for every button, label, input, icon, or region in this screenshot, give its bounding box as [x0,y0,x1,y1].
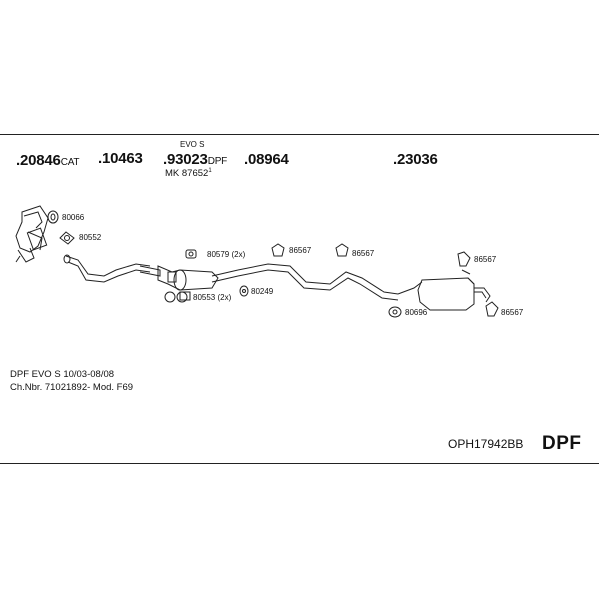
front-pipe-drawing [63,254,161,283]
vehicle-info-line2: Ch.Nbr. 71021892- Mod. F69 [10,382,134,393]
hanger-86567-a [271,243,285,257]
kit-type: DPF [542,433,582,454]
hanger-86567-d [485,301,499,317]
part-variant-label: EVO S [180,140,205,149]
part-number-front-pipe: .10463 [98,150,143,167]
label-80552: 80552 [79,233,102,242]
part-number-middle-pipe: .08964 [244,151,289,168]
dpf-drawing [157,265,239,291]
label-80553: 80553 (2x) [193,293,232,302]
gasket-80552 [59,231,75,245]
kit-code: OPH17942BB [448,437,524,451]
part-number-rear-silencer: .23036 [393,151,438,168]
rear-silencer-drawing [397,277,491,311]
hanger-86567-b [335,243,349,257]
clamp-80249 [239,285,249,297]
label-86567-b: 86567 [352,249,375,258]
label-80579: 80579 (2x) [207,250,246,259]
hanger-86567-c [457,251,471,275]
label-86567-c: 86567 [474,255,497,264]
middle-pipe-drawing [237,263,399,301]
part-mounting-kit: MK 876521 [165,168,212,180]
diagram-frame [0,134,599,464]
gasket-80066 [47,210,59,224]
label-80696: 80696 [405,308,428,317]
clamp-80696 [388,306,402,318]
label-86567-a: 86567 [289,246,312,255]
part-number-catalyst: .20846CAT [16,152,80,169]
label-80249: 80249 [251,287,274,296]
label-86567-d: 86567 [501,308,524,317]
vehicle-info-line1: DPF EVO S 10/03-08/08 [10,369,115,380]
part-number-dpf: .93023DPF [163,151,228,168]
catalyst-drawing [15,205,49,263]
clamp-80553 [164,291,191,303]
label-80066: 80066 [62,213,85,222]
hanger-80579 [185,249,197,259]
